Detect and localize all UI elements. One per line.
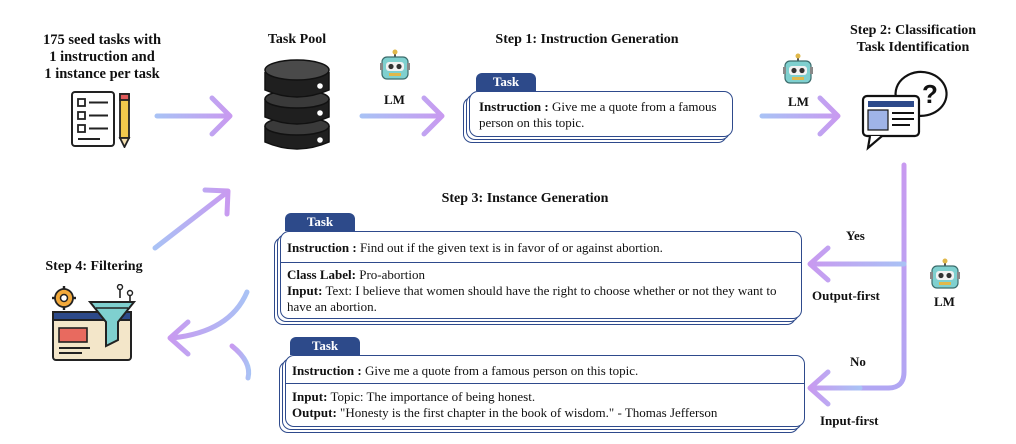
- step3-title: Step 3: Instance Generation: [441, 191, 609, 206]
- step1-instruction-text: Give me a quote from a famous person on …: [479, 99, 717, 130]
- database-icon: [264, 59, 330, 150]
- arrow-to-output-first: [807, 245, 907, 283]
- step3-card1-class-label: Class Label:: [287, 267, 356, 282]
- step1-task-card: Instruction : Give me a quote from a fam…: [469, 91, 733, 137]
- step3-card2-tab: Task: [290, 337, 360, 355]
- arrow-step1-to-step2: [759, 95, 841, 137]
- arrow-pool-to-step1: [359, 95, 445, 137]
- step3-card1-tab: Task: [285, 213, 355, 231]
- step4-title: Step 4: Filtering: [45, 259, 143, 274]
- step3-card1-input: Input: Text: I believe that women should…: [287, 283, 793, 315]
- step3-card2-instruction: Instruction : Give me a quote from a fam…: [292, 363, 798, 379]
- arrow-seed-to-pool: [154, 95, 233, 137]
- step3-card2-output-label: Output:: [292, 405, 337, 420]
- step3-card2-input: Input: Topic: The importance of being ho…: [292, 389, 798, 405]
- arrow-step2-down: [837, 162, 907, 391]
- arrow-cards-to-filter: [167, 289, 250, 357]
- seed-line-3: 1 instance per task: [44, 66, 160, 82]
- step3-card-output-first: Instruction : Find out if the given text…: [280, 231, 802, 319]
- step3-card2-instruction-text: Give me a quote from a famous person on …: [364, 363, 639, 378]
- arrow-filter-to-pool: [152, 187, 231, 251]
- step3-card1-class-value: Pro-abortion: [359, 267, 425, 282]
- lm-label-1: LM: [384, 92, 405, 107]
- robot-icon: [930, 258, 960, 289]
- robot-icon: [380, 49, 410, 80]
- seed-tasks-label: 175 seed tasks with 1 instruction and 1 …: [28, 32, 176, 83]
- step3-card2-input-label: Input:: [292, 389, 328, 404]
- seed-line-2: 1 instruction and: [49, 49, 155, 65]
- divider: [281, 262, 801, 263]
- arrow-to-input-first: [807, 369, 863, 407]
- arrow-card2-curve: [229, 343, 252, 381]
- step2-line-2: Task Identification: [856, 40, 970, 55]
- no-label: No: [850, 354, 866, 369]
- step2-title: Step 2: Classification Task Identificati…: [838, 22, 988, 56]
- step1-instruction: Instruction : Give me a quote from a fam…: [479, 99, 727, 131]
- output-first-label: Output-first: [812, 288, 880, 303]
- lm-label-3: LM: [934, 294, 955, 309]
- task-pool-title: Task Pool: [267, 32, 327, 47]
- step1-title: Step 1: Instruction Generation: [495, 32, 679, 47]
- svg-text:?: ?: [922, 79, 938, 109]
- yes-label: Yes: [846, 228, 865, 243]
- question-screen-icon: ?: [861, 70, 948, 151]
- step3-card1-input-label: Input:: [287, 283, 323, 298]
- step3-card1-class: Class Label: Pro-abortion: [287, 267, 795, 283]
- input-first-label: Input-first: [820, 413, 879, 428]
- step3-card1-instruction-text: Find out if the given text is in favor o…: [359, 240, 663, 255]
- filter-funnel-icon: [52, 284, 137, 361]
- checklist-icon: [71, 91, 131, 148]
- seed-line-1: 175 seed tasks with: [42, 32, 162, 48]
- step1-task-tab: Task: [476, 73, 536, 91]
- step3-card2-input-text: Topic: The importance of being honest.: [330, 389, 536, 404]
- step2-line-1: Step 2: Classification: [850, 23, 976, 38]
- lm-label-2: LM: [788, 94, 809, 109]
- divider: [286, 383, 804, 384]
- step3-card1-instruction: Instruction : Find out if the given text…: [287, 240, 795, 256]
- step1-instruction-label: Instruction :: [479, 99, 549, 114]
- robot-icon: [783, 53, 813, 84]
- step3-card-input-first: Instruction : Give me a quote from a fam…: [285, 355, 805, 427]
- step3-card2-output-text: "Honesty is the first chapter in the boo…: [340, 405, 718, 420]
- step3-card2-output: Output: "Honesty is the first chapter in…: [292, 405, 800, 421]
- step3-card2-instruction-label: Instruction :: [292, 363, 362, 378]
- step3-card1-input-text: Text: I believe that women should have t…: [287, 283, 777, 314]
- step3-card1-instruction-label: Instruction :: [287, 240, 357, 255]
